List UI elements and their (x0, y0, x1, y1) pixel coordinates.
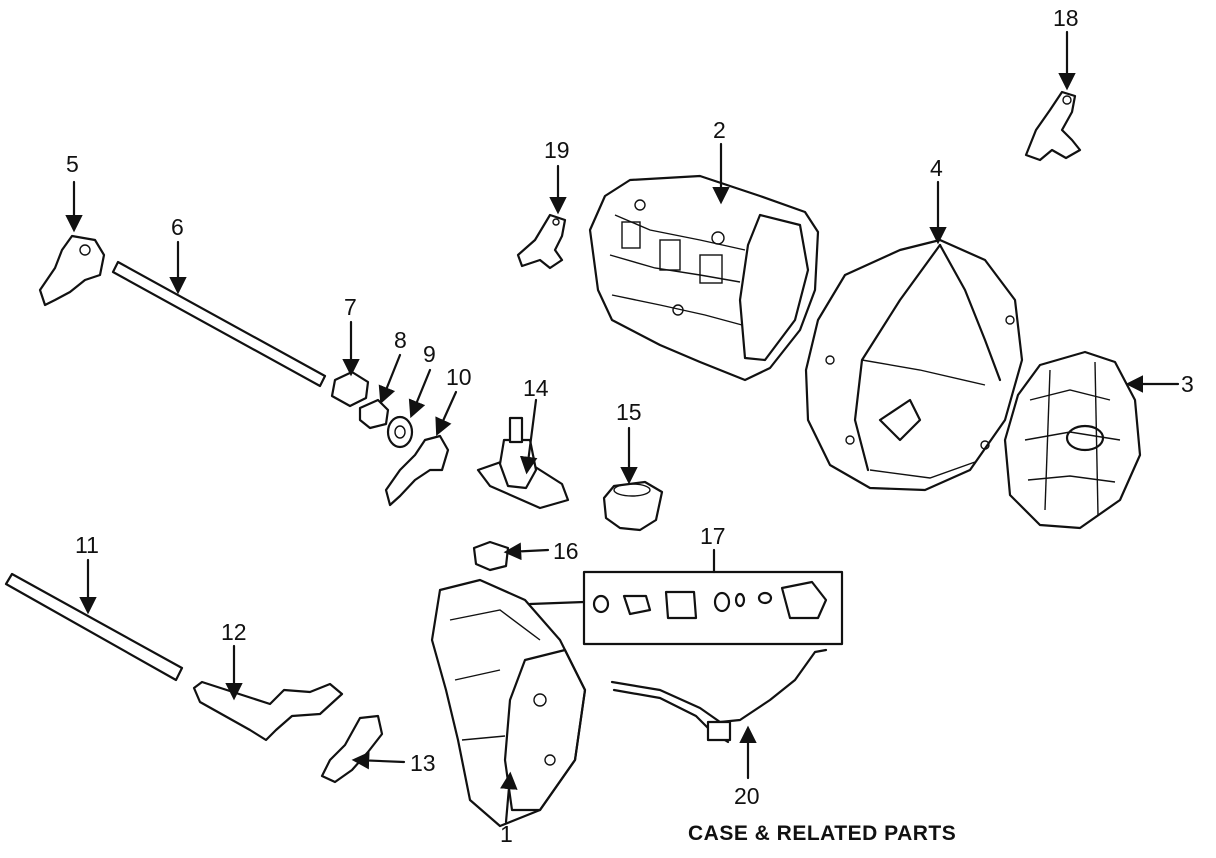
callout-9: 9 (423, 341, 436, 367)
callout-16: 16 (553, 538, 579, 564)
part-19-bracket (516, 213, 567, 270)
part-8-bushing (358, 398, 390, 430)
part-11-shift-rod (4, 572, 184, 682)
callout-13: 13 (410, 750, 436, 776)
callout-10: 10 (446, 364, 472, 390)
part-12-shift-fork-rod (192, 680, 344, 742)
part-6-shift-rod (111, 260, 327, 388)
part-2-transmission-case (588, 174, 820, 382)
part-9-ring (386, 415, 414, 449)
callout-labels: 5 6 7 8 9 10 14 15 19 2 4 18 3 16 17 11 … (66, 5, 1194, 847)
callout-11: 11 (75, 532, 99, 558)
callout-18: 18 (1053, 5, 1079, 31)
callout-3: 3 (1181, 371, 1194, 397)
callout-19: 19 (544, 137, 570, 163)
callout-17: 17 (700, 523, 726, 549)
diagram-caption: CASE & RELATED PARTS (688, 822, 956, 845)
callout-15: 15 (616, 399, 642, 425)
part-17-seal-kit (528, 570, 844, 646)
callout-5: 5 (66, 151, 79, 177)
leader-lines (65, 30, 1180, 824)
part-7-block (330, 370, 370, 408)
part-20-linkage (610, 648, 828, 744)
part-4-bell-housing (804, 238, 1024, 492)
callout-7: 7 (344, 294, 357, 320)
part-16-plug (472, 540, 510, 572)
callout-20: 20 (734, 783, 760, 809)
part-18-lever (1024, 90, 1082, 162)
part-10-fork (384, 434, 450, 507)
part-5-shift-fork (38, 234, 106, 307)
part-13-lever (320, 714, 384, 784)
part-14-shifter-assembly (476, 416, 570, 510)
callout-8: 8 (394, 327, 407, 353)
callout-1: 1 (500, 821, 513, 847)
part-15-boot (602, 480, 664, 532)
part-3-rear-cover (1003, 350, 1142, 530)
callout-6: 6 (171, 214, 184, 240)
part-1-extension-housing (430, 578, 587, 828)
callout-12: 12 (221, 619, 247, 645)
callout-2: 2 (713, 117, 726, 143)
callout-14: 14 (523, 375, 549, 401)
callout-4: 4 (930, 155, 943, 181)
